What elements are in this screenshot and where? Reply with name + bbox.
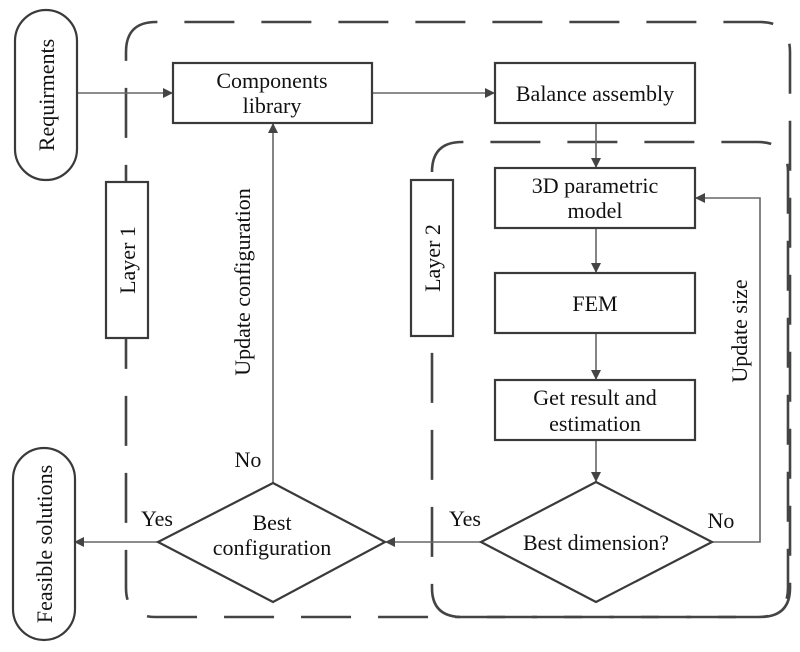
decision-best-configuration-label-2: configuration	[213, 535, 332, 560]
process-components-library	[171, 61, 374, 125]
layer2-tag	[409, 178, 455, 338]
process-get-result-label-2: estimation	[549, 411, 641, 436]
layer1-label: Layer 1	[115, 226, 140, 294]
config-no-label: No	[235, 447, 262, 472]
layer1-region	[124, 20, 792, 619]
layer2-label: Layer 2	[420, 224, 445, 292]
decision-best-dimension	[478, 480, 715, 604]
decision-best-configuration-label-1: Best	[252, 510, 291, 535]
dimension-yes-label: Yes	[449, 506, 481, 531]
layer2-region	[430, 140, 790, 619]
update-size-label: Update size	[727, 279, 752, 382]
layer1-tag	[104, 180, 150, 340]
process-fem	[493, 271, 697, 335]
process-fem-label: FEM	[572, 291, 617, 316]
process-3d-parametric-model-label-2: model	[568, 198, 623, 223]
process-3d-parametric-model	[493, 166, 697, 230]
process-balance-assembly-label: Balance assembly	[516, 81, 674, 106]
update-configuration-label: Update configuration	[230, 188, 255, 376]
process-get-result-label-1: Get result and	[533, 385, 656, 410]
process-3d-parametric-model-label-1: 3D parametric	[532, 173, 659, 198]
process-get-result	[493, 378, 697, 442]
config-yes-label: Yes	[141, 506, 173, 531]
terminal-feasible-solutions-label: Feasible solutions	[32, 465, 57, 623]
terminal-feasible-solutions	[11, 446, 77, 642]
decision-best-dimension-label: Best dimension?	[523, 530, 669, 555]
decision-best-configuration	[155, 481, 388, 604]
edge-update-size-loop	[695, 193, 761, 543]
process-components-library-label-2: library	[243, 93, 302, 118]
process-balance-assembly	[493, 61, 697, 125]
dimension-no-label: No	[708, 508, 735, 533]
terminal-requirements	[13, 8, 79, 182]
process-components-library-label-1: Components	[216, 68, 327, 93]
terminal-requirements-label: Requirments	[34, 39, 59, 151]
